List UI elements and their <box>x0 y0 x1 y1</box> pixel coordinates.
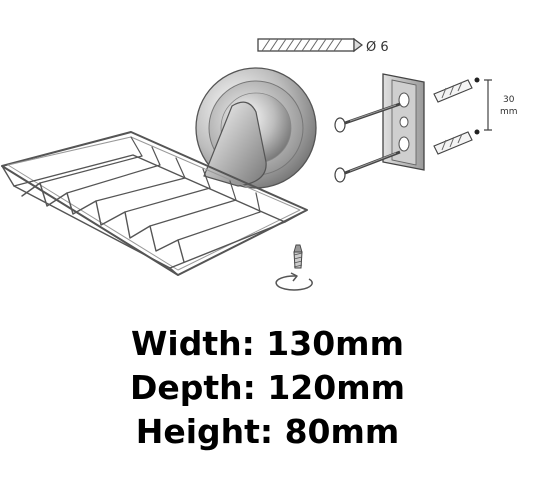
wall-plate <box>382 73 425 171</box>
spacing-unit-label: mm <box>500 107 518 117</box>
rotate-arrow-icon <box>275 272 313 291</box>
wire-soap-basket <box>1 131 308 276</box>
depth-spec: Depth: 120mm <box>129 368 405 407</box>
drill-diameter-label: Ø 6 <box>366 40 389 55</box>
wall-plug-bottom <box>433 129 480 155</box>
set-screw-icon <box>293 244 303 269</box>
spacing-dimension-bracket <box>484 79 492 131</box>
support-arm <box>203 101 267 187</box>
screw-bottom <box>334 150 401 183</box>
drill-bit-icon <box>257 37 363 53</box>
width-spec: Width: 130mm <box>131 324 404 363</box>
screw-top <box>334 102 401 133</box>
spacing-value-label: 30 <box>503 95 515 105</box>
height-spec: Height: 80mm <box>135 412 400 451</box>
dimension-specs: Width: 130mm Depth: 120mm Height: 80mm <box>0 322 535 454</box>
installation-diagram: Ø 6 <box>1 37 518 291</box>
wall-plug-top <box>433 77 480 103</box>
